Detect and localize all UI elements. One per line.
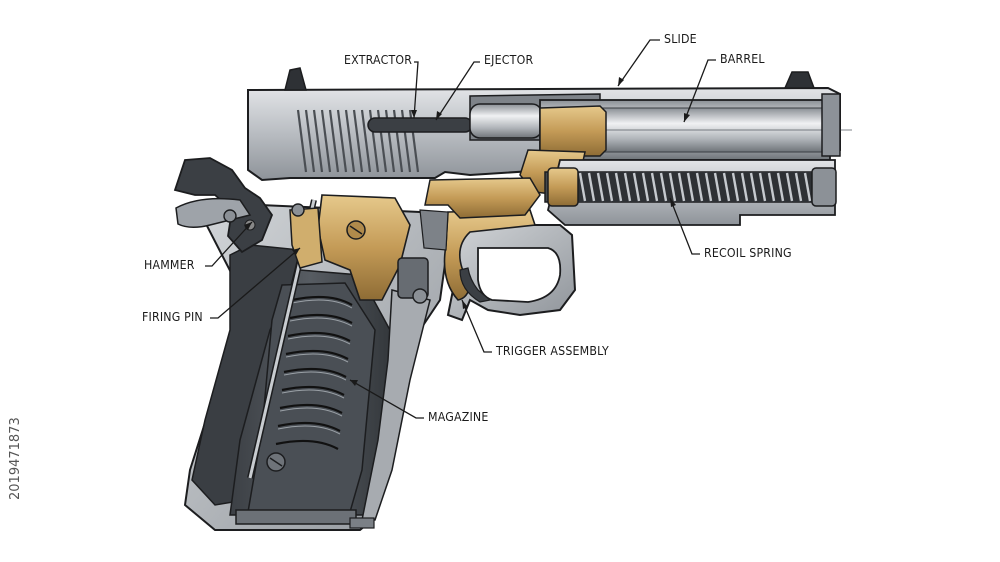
front-strap [361, 289, 431, 521]
watermark-id: 2019471873 [8, 417, 23, 500]
extractor [367, 117, 473, 133]
recoil-spring-coil [650, 172, 659, 202]
front-sight [783, 71, 816, 89]
recoil-spring-coil [767, 172, 776, 202]
leader-lines [205, 39, 716, 419]
label-barrel: BARREL [720, 52, 765, 66]
leader-trigger-assembly [461, 299, 492, 353]
recoil-spring-coil [749, 172, 758, 202]
frame-pin [412, 288, 428, 304]
label-hammer: HAMMER [144, 258, 195, 272]
recoil-spring-coil [758, 172, 767, 202]
recoil-spring-coil [776, 172, 785, 202]
recoil-spring-coil [668, 172, 677, 202]
leader-recoil-spring [669, 197, 700, 255]
leader-arrowheads [244, 77, 690, 386]
magazine-release [349, 517, 375, 529]
frame-pin [223, 209, 237, 223]
slide-stop [424, 177, 541, 219]
trigger-guard-opening [477, 247, 562, 303]
leader-extractor [413, 61, 419, 119]
recoil-spring-coil [632, 172, 641, 202]
barrel-hood [469, 103, 543, 139]
recoil-spring-coil [659, 172, 668, 202]
recoil-spring-coil [713, 172, 722, 202]
firing-pin-block [289, 207, 323, 269]
label-firing-pin: FIRING PIN [142, 310, 203, 324]
recoil-spring-coil [785, 172, 794, 202]
rear-sight [284, 67, 307, 91]
label-extractor: EXTRACTOR [344, 53, 413, 67]
label-ejector: EJECTOR [484, 53, 534, 67]
leader-ejector [435, 61, 480, 121]
guide-rod-head [547, 167, 579, 207]
recoil-spring-coil [803, 172, 812, 202]
recoil-spring-coil [731, 172, 740, 202]
recoil-spring-coil [704, 172, 713, 202]
leader-firing-pin [210, 247, 301, 319]
recoil-spring-coil [686, 172, 695, 202]
leader-barrel [683, 59, 716, 123]
recoil-spring-coil [578, 172, 587, 202]
leader-slide [617, 39, 660, 87]
recoil-spring-coil [695, 172, 704, 202]
recoil-spring-coil [587, 172, 596, 202]
recoil-spring-coil [623, 172, 632, 202]
label-recoil-spring: RECOIL SPRING [704, 246, 792, 260]
leader-hammer [205, 221, 253, 267]
recoil-spring-coil [677, 172, 686, 202]
grip-safety [175, 197, 252, 228]
recoil-spring-coil [794, 172, 803, 202]
recoil-spring-plug [811, 167, 837, 207]
recoil-spring-coil [740, 172, 749, 202]
magazine-spring-highlight [277, 299, 353, 435]
muzzle [821, 93, 841, 157]
recoil-spring-coil [641, 172, 650, 202]
label-slide: SLIDE [664, 32, 697, 46]
chambered-cartridge [539, 105, 607, 157]
recoil-spring-coil [596, 172, 605, 202]
magazine-base [235, 509, 357, 525]
label-magazine: MAGAZINE [428, 410, 489, 424]
label-trigger-assembly: TRIGGER ASSEMBLY [496, 344, 609, 358]
sear-housing [317, 194, 411, 301]
frame-pin [291, 203, 305, 217]
magazine-spring [275, 295, 353, 450]
recoil-spring-coil [722, 172, 731, 202]
leader-magazine [349, 379, 424, 419]
recoil-spring-coil [605, 172, 614, 202]
recoil-spring-coils [578, 172, 812, 202]
recoil-spring-coil [614, 172, 623, 202]
